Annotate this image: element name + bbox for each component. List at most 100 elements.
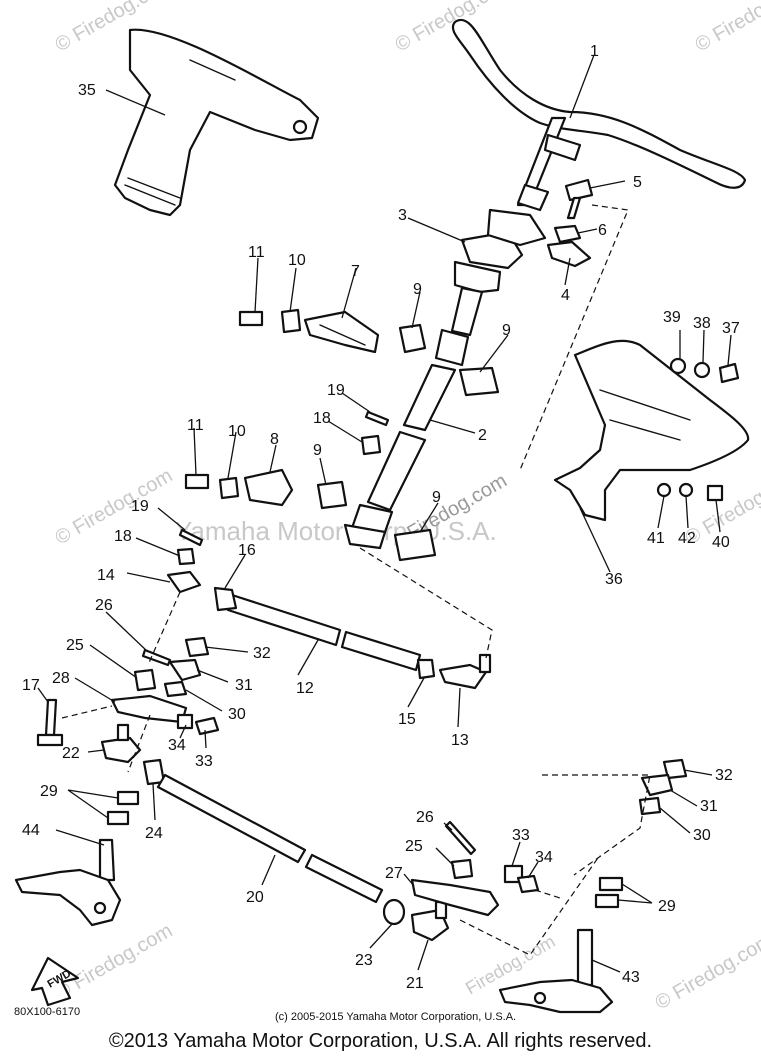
callout-9a: 9 <box>413 281 422 298</box>
part-30-32-right <box>638 758 688 816</box>
part-23-nut <box>382 898 406 926</box>
part-14-rod-end <box>166 570 202 594</box>
callout-5: 5 <box>633 174 642 191</box>
callout-16: 16 <box>238 542 256 559</box>
callout-8: 8 <box>270 431 279 448</box>
callout-10a: 10 <box>288 252 306 269</box>
callout-25a: 25 <box>66 637 84 654</box>
callout-11a: 11 <box>248 244 265 261</box>
part-2-steering-column <box>343 260 502 550</box>
callout-43: 43 <box>622 969 640 986</box>
part-13-tie-rod-end <box>438 653 492 690</box>
part-32-cap <box>184 636 210 658</box>
callout-30b: 30 <box>693 827 711 844</box>
callout-30a: 30 <box>228 706 246 723</box>
small-credit: (c) 2005-2015 Yamaha Motor Corporation, … <box>275 1011 516 1023</box>
part-43-steering-knuckle <box>498 928 614 1014</box>
callout-13: 13 <box>451 732 469 749</box>
part-18-nut <box>176 434 382 566</box>
callout-2: 2 <box>478 427 487 444</box>
callout-28: 28 <box>52 670 70 687</box>
callout-3: 3 <box>398 207 407 224</box>
callout-27: 27 <box>385 865 403 882</box>
part-44-steering-knuckle <box>14 838 122 927</box>
callout-15: 15 <box>398 711 416 728</box>
callout-12: 12 <box>296 680 314 697</box>
part-16-nut <box>213 586 238 612</box>
callout-22: 22 <box>62 745 80 762</box>
part-22-rod-end <box>100 723 142 764</box>
part-26-pin <box>141 648 172 667</box>
part-6-nut <box>553 224 582 244</box>
callout-23: 23 <box>355 952 373 969</box>
copyright-notice: ©2013 Yamaha Motor Corporation, U.S.A. A… <box>108 1030 653 1052</box>
callout-4: 4 <box>561 287 570 304</box>
watermark-site: © Firedog.com <box>652 930 761 1015</box>
part-5-bolt <box>564 178 594 220</box>
assembly-dashed-lines <box>61 204 651 956</box>
part-9-clamp <box>316 323 500 562</box>
callout-9b: 9 <box>502 322 511 339</box>
part-30-collar <box>163 680 188 698</box>
callout-31a: 31 <box>235 677 253 694</box>
callout-26a: 26 <box>95 597 113 614</box>
part-20-tie-rod <box>156 773 384 904</box>
callout-24: 24 <box>145 825 163 842</box>
callout-31b: 31 <box>700 798 718 815</box>
part-code: 80X100-6170 <box>14 1006 80 1018</box>
callout-34a: 34 <box>168 737 186 754</box>
callout-21: 21 <box>406 975 424 992</box>
callout-33a: 33 <box>195 753 213 770</box>
callout-44: 44 <box>22 822 40 839</box>
callout-7: 7 <box>351 263 360 280</box>
callout-37: 37 <box>722 320 740 337</box>
callout-42: 42 <box>678 530 696 547</box>
part-25-nut <box>133 668 157 692</box>
callout-34b: 34 <box>535 849 553 866</box>
part-33-34-fasteners <box>176 713 220 736</box>
part-35-handlebar-cover <box>113 28 320 217</box>
callout-39: 39 <box>663 309 681 326</box>
part-40-42-fasteners <box>656 482 724 502</box>
callout-18b: 18 <box>114 528 132 545</box>
part-15-nut <box>416 658 436 680</box>
part-27-arm <box>410 878 500 917</box>
part-10-collar <box>218 308 302 500</box>
callout-38: 38 <box>693 315 711 332</box>
part-21-rod-end <box>410 900 450 942</box>
callout-29b: 29 <box>658 898 676 915</box>
watermark-site: © Firedog.com <box>692 0 761 56</box>
part-33-34-fasteners-right <box>503 864 540 894</box>
callout-32a: 32 <box>253 645 271 662</box>
part-3-clamp <box>460 208 547 270</box>
callout-1: 1 <box>590 43 599 60</box>
part-17-bolt <box>36 698 64 747</box>
callout-35: 35 <box>78 82 96 99</box>
callout-14: 14 <box>97 567 115 584</box>
callout-36: 36 <box>605 571 623 588</box>
watermark-site: © Firedog.com <box>52 920 177 1005</box>
callout-29a: 29 <box>40 783 58 800</box>
callout-32b: 32 <box>715 767 733 784</box>
watermark-center: Yamaha Motor Corp, U.S.A. <box>175 516 497 546</box>
part-11-bolt <box>184 310 264 490</box>
part-4-plate <box>546 240 592 268</box>
callout-10b: 10 <box>228 423 246 440</box>
part-26-pin-right <box>444 820 477 856</box>
callout-41: 41 <box>647 530 665 547</box>
part-36-front-cover <box>553 339 750 522</box>
callout-6: 6 <box>598 222 607 239</box>
part-25-nut-right <box>450 858 474 880</box>
callout-17: 17 <box>22 677 40 694</box>
callout-20: 20 <box>246 889 264 906</box>
callout-9d: 9 <box>432 489 441 506</box>
callout-33b: 33 <box>512 827 530 844</box>
part-1-handlebar <box>451 19 747 212</box>
callout-25b: 25 <box>405 838 423 855</box>
part-31-arm <box>168 658 202 682</box>
callout-19a: 19 <box>327 382 345 399</box>
callout-labels: 1 2 3 4 5 6 7 8 9 9 9 9 10 10 11 11 12 1… <box>22 43 740 992</box>
callout-19b: 19 <box>131 498 149 515</box>
callout-18a: 18 <box>313 410 331 427</box>
